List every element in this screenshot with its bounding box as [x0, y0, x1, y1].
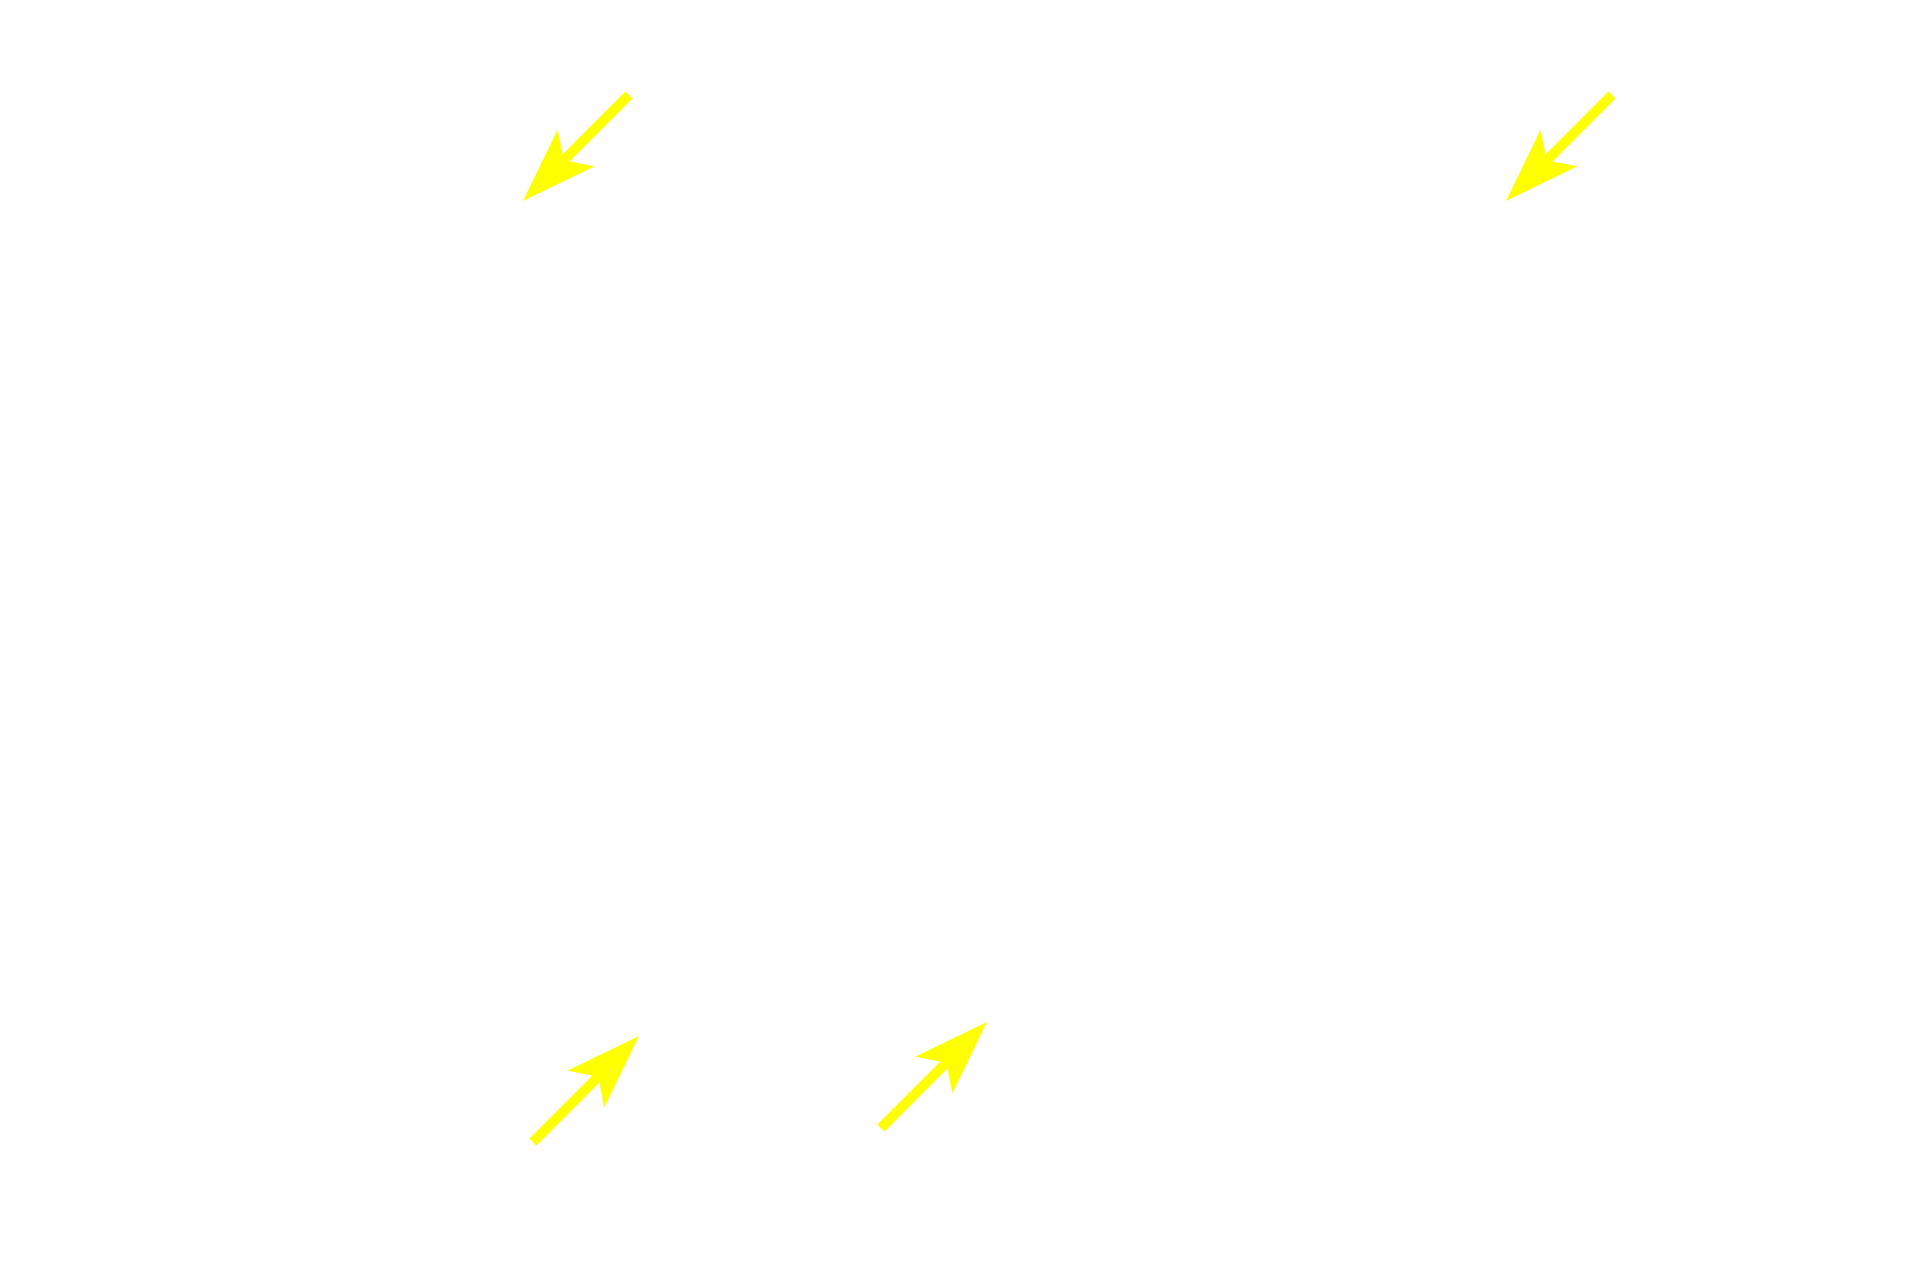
arrow-shape: [523, 91, 633, 201]
arrow-shape: [529, 1036, 639, 1146]
arrow-shape: [877, 1022, 987, 1132]
arrow-top-left-icon: [523, 91, 633, 201]
arrow-top-right-icon: [1506, 91, 1616, 201]
arrow-bottom-left-icon: [529, 1036, 639, 1146]
arrow-shape: [1506, 91, 1616, 201]
arrow-bottom-center-icon: [877, 1022, 987, 1132]
